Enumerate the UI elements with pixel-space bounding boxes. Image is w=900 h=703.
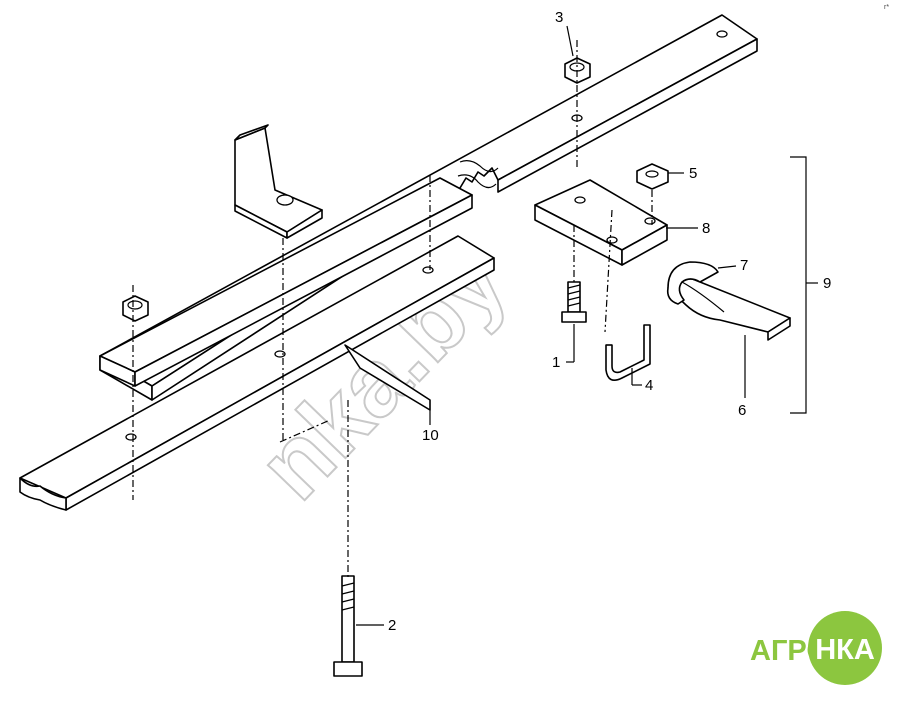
left-nut [122,295,149,322]
part-10-flange [344,344,431,425]
callout-labels: 3 5 8 7 9 1 4 6 10 2 [388,9,831,634]
callout-2: 2 [388,617,396,634]
part-1-bolt [561,281,587,323]
callout-8: 8 [702,220,710,237]
part-8-plate [534,179,668,266]
callout-9: 9 [823,275,831,292]
callout-1: 1 [552,354,560,371]
centerlines [132,40,653,578]
callout-5: 5 [689,165,697,182]
logo-right-text: НКА [815,634,875,666]
leader-lines [356,25,818,626]
angle-bracket [234,124,323,239]
callout-10: 10 [422,427,439,444]
logo-circle [808,611,882,685]
callout-6: 6 [738,402,746,419]
part-2-bolt [333,575,363,677]
part-5-nut [636,163,669,190]
callout-7: 7 [740,257,748,274]
left-clamp-plate [99,177,473,387]
part-4-u-bolt [605,324,651,381]
callout-4: 4 [645,377,653,394]
part-7-clamp [666,261,725,313]
main-bar-lower [19,235,495,511]
callout-3: 3 [555,9,563,26]
agronka-logo: АГРО НКА [750,611,882,685]
corner-mark: r* [884,4,889,11]
part-6-tine [667,277,791,341]
